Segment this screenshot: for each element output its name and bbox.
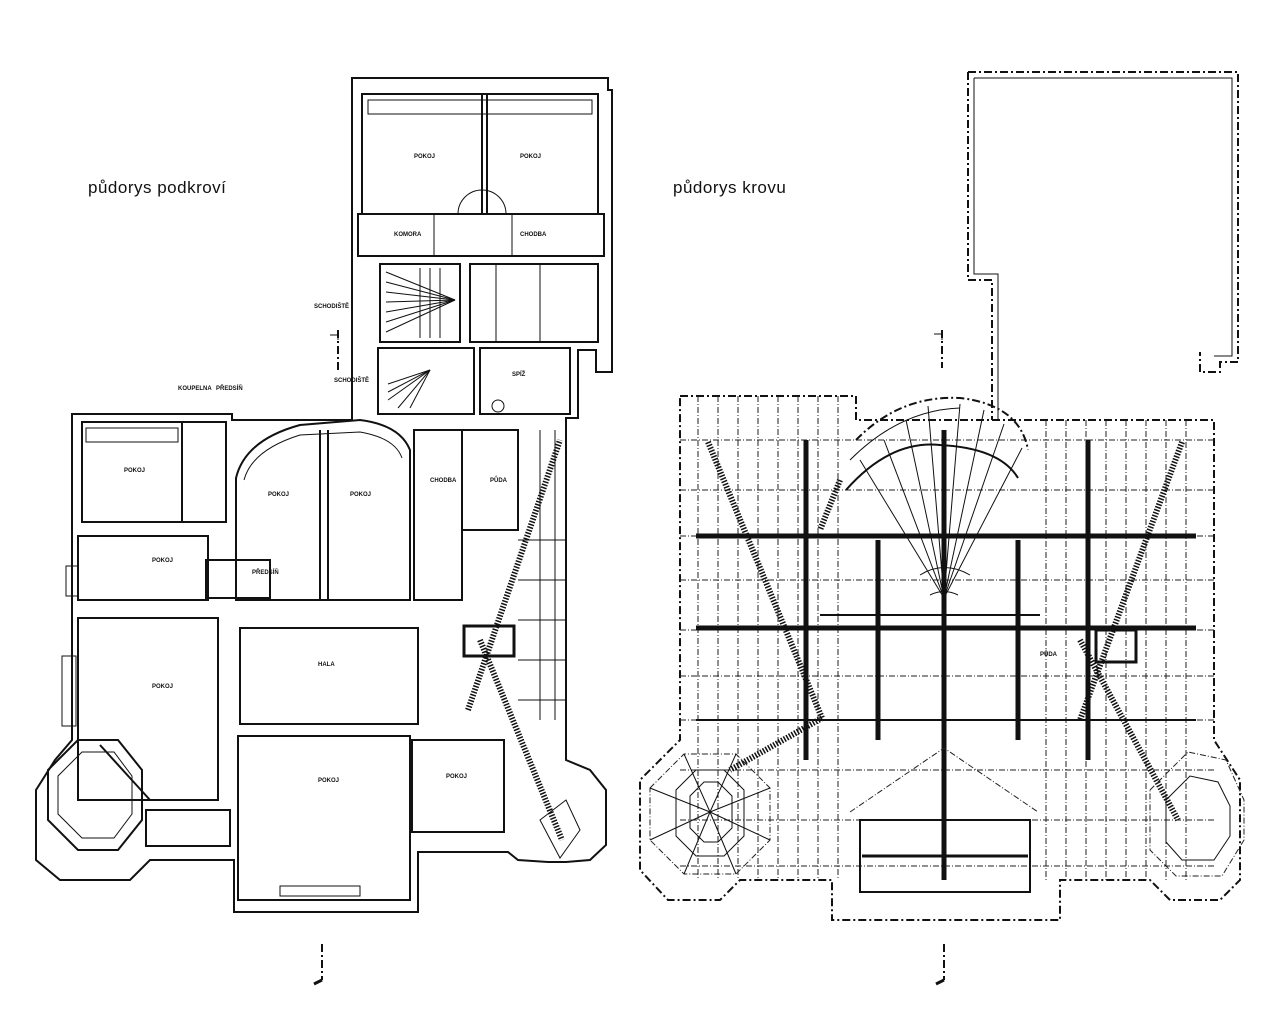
room-label: POKOJ <box>152 558 173 564</box>
wall-bathroom <box>181 421 227 523</box>
room-label: POKOJ <box>520 154 541 160</box>
wall-room-sw <box>77 617 219 801</box>
room-label: PŮDA <box>1040 650 1058 658</box>
roof-framing-plan: PŮDA <box>639 71 1245 986</box>
staircase-lower <box>377 347 475 415</box>
room-label: PŘEDSÍŇ <box>216 384 243 392</box>
arched-roof-fan <box>845 396 1029 599</box>
room-label: SPÍŽ <box>512 370 526 378</box>
diagonal-brace <box>1077 638 1181 822</box>
diagonal-brace <box>1077 440 1185 722</box>
room-label: KOMORA <box>394 232 422 238</box>
turret-wall <box>99 744 151 801</box>
stair-hatched <box>462 624 516 658</box>
window <box>61 655 77 727</box>
turret-roof-west <box>649 753 771 875</box>
room-label: PŮDA <box>490 476 508 484</box>
turret-roof-east <box>1149 751 1245 877</box>
wall-hallway-small <box>205 559 271 599</box>
room-label: POKOJ <box>268 492 289 498</box>
room-label: HALA <box>318 662 335 668</box>
wall-service-rooms <box>469 263 599 343</box>
rafter-grid <box>680 396 1214 880</box>
south-bay-roof <box>859 819 1031 893</box>
posts <box>803 430 1091 880</box>
window-band <box>279 885 361 897</box>
fixture <box>491 399 505 413</box>
section-marker-bottom-roof <box>935 944 945 986</box>
north-wing-inner <box>973 77 1233 420</box>
hip-ridge <box>849 747 1039 813</box>
plan-title-roof: půdorys krovu <box>673 178 787 197</box>
room-label: POKOJ <box>446 774 467 780</box>
room-label: CHODBA <box>430 478 457 484</box>
staircase-upper <box>379 263 461 343</box>
wall-room-w <box>77 535 209 601</box>
room-label: POKOJ <box>318 778 339 784</box>
room-label: SCHODIŠTĚ <box>314 302 349 310</box>
wall-corridor <box>413 429 463 601</box>
room-label: POKOJ <box>124 468 145 474</box>
room-label: PŘEDSÍŇ <box>252 568 279 576</box>
section-marker-top-roof <box>934 330 943 368</box>
room-label: POKOJ <box>350 492 371 498</box>
outer-wall-contour <box>35 77 613 913</box>
section-marker-bottom <box>313 944 323 986</box>
roof-outline <box>639 395 1241 921</box>
plan-title-attic: půdorys podkroví <box>88 178 227 197</box>
window-band <box>85 427 179 443</box>
wall-south-bay <box>145 809 231 847</box>
diagonal-brace <box>728 715 824 773</box>
stair-treads <box>385 268 456 338</box>
wall-arched-rooms <box>235 418 411 601</box>
arch-inner <box>243 431 403 481</box>
diagonal-brace <box>817 478 843 532</box>
room-label: KOUPELNA <box>178 386 212 392</box>
room-label: CHODBA <box>520 232 547 238</box>
turret-east <box>539 799 581 859</box>
wall-room-se <box>411 739 505 833</box>
wall-hall <box>239 627 419 725</box>
hatched-beam <box>465 439 563 711</box>
wall-pantry <box>479 347 571 415</box>
section-marker-top <box>330 330 339 370</box>
room-label: POKOJ <box>152 684 173 690</box>
hatched-beam <box>477 638 565 842</box>
turret-octagon <box>47 739 143 851</box>
north-wing-outline <box>967 71 1239 420</box>
wall-north-rooms <box>361 93 599 215</box>
wall-room-south <box>237 735 411 901</box>
stair-opening <box>1094 628 1138 664</box>
room-label: SCHODIŠTĚ <box>334 376 369 384</box>
roof-grid-east <box>518 430 566 720</box>
attic-floor-plan: POKOJ POKOJ KOMORA CHODBA SCHODIŠTĚ SCHO… <box>35 77 613 986</box>
wall-attic <box>461 429 519 531</box>
window-band <box>367 99 593 115</box>
window <box>65 565 79 597</box>
room-label: POKOJ <box>414 154 435 160</box>
turret-inner <box>57 751 133 839</box>
wall-corridor-band <box>357 213 605 257</box>
door-swing <box>457 189 507 215</box>
stair-treads-lower <box>387 369 431 409</box>
